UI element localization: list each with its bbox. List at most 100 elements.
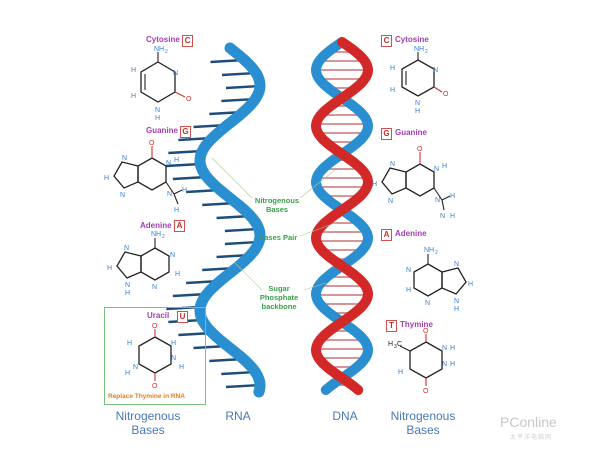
left-adenine-letter: A bbox=[174, 220, 185, 232]
left-uracil-label: Uracil bbox=[147, 311, 170, 320]
svg-text:N: N bbox=[152, 284, 157, 291]
uracil-box bbox=[104, 307, 206, 405]
svg-text:O: O bbox=[152, 323, 158, 330]
rna-backbone-strand bbox=[194, 42, 266, 398]
svg-text:2: 2 bbox=[162, 234, 165, 240]
svg-text:H: H bbox=[171, 340, 176, 347]
svg-text:N: N bbox=[425, 300, 430, 307]
right-adenine-label: Adenine bbox=[395, 229, 427, 238]
left-uracil-letter: U bbox=[177, 311, 188, 323]
svg-text:N: N bbox=[125, 282, 130, 289]
right-adenine-letter: A bbox=[381, 229, 392, 241]
bottom-left-label: Nitrogenous Bases bbox=[108, 409, 188, 437]
callout-nitrogenous-line2: Bases bbox=[265, 205, 289, 214]
svg-text:O: O bbox=[186, 96, 192, 103]
svg-text:NH: NH bbox=[154, 46, 164, 53]
svg-text:N: N bbox=[435, 197, 440, 204]
dna-label: DNA bbox=[332, 409, 358, 423]
svg-text:H: H bbox=[398, 369, 403, 376]
svg-text:H: H bbox=[174, 207, 179, 214]
svg-text:H: H bbox=[125, 370, 130, 377]
svg-text:N: N bbox=[133, 364, 138, 371]
svg-text:2: 2 bbox=[425, 49, 428, 55]
svg-text:N: N bbox=[442, 361, 447, 368]
callout-line-rna-bases bbox=[211, 157, 253, 199]
callout-lines bbox=[211, 157, 339, 291]
callout-line-rna-backbone bbox=[233, 261, 263, 291]
callout-nitrogenous-bases: Nitrogenous Bases bbox=[252, 196, 302, 214]
bottom-left-line1: Nitrogenous bbox=[115, 409, 181, 423]
svg-text:N: N bbox=[454, 298, 459, 305]
bottom-left-line2: Bases bbox=[131, 423, 165, 437]
left-cytosine-letter: C bbox=[182, 35, 193, 47]
svg-text:H: H bbox=[127, 340, 132, 347]
right-thymine-label: Thymine bbox=[400, 320, 433, 329]
left-cytosine-label: Cytosine bbox=[146, 35, 180, 44]
svg-text:NH: NH bbox=[151, 231, 161, 238]
bottom-right-line1: Nitrogenous bbox=[390, 409, 456, 423]
guanine-structure-left: O N H H N H H N N bbox=[104, 140, 187, 214]
svg-text:NH: NH bbox=[414, 46, 424, 53]
right-thymine-letter: T bbox=[386, 320, 397, 332]
svg-text:O: O bbox=[443, 91, 449, 98]
svg-text:N: N bbox=[167, 191, 172, 198]
bottom-right-line2: Bases bbox=[406, 423, 440, 437]
svg-text:N: N bbox=[124, 245, 129, 252]
svg-text:NH: NH bbox=[424, 247, 434, 254]
right-cytosine-label: Cytosine bbox=[395, 35, 429, 44]
svg-text:H: H bbox=[450, 213, 455, 220]
svg-text:H: H bbox=[107, 265, 112, 272]
svg-text:C: C bbox=[397, 341, 402, 348]
right-cytosine-letter: C bbox=[381, 35, 392, 47]
bottom-right-label: Nitrogenous Bases bbox=[383, 409, 463, 437]
callout-line-pair bbox=[299, 221, 339, 237]
svg-text:H: H bbox=[131, 93, 136, 100]
rna-base-rung bbox=[225, 84, 261, 90]
svg-text:H: H bbox=[442, 163, 447, 170]
svg-text:N: N bbox=[173, 70, 178, 77]
left-guanine-label: Guanine bbox=[146, 126, 179, 135]
svg-text:H: H bbox=[155, 115, 160, 122]
svg-text:H: H bbox=[450, 345, 455, 352]
svg-text:H: H bbox=[390, 87, 395, 94]
left-adenine-label: Adenine bbox=[140, 221, 172, 230]
rna-base-rung bbox=[225, 383, 261, 389]
uracil-structure-left: O O H H N H N H bbox=[125, 323, 184, 390]
svg-text:H: H bbox=[175, 271, 180, 278]
svg-text:H: H bbox=[390, 65, 395, 72]
callout-sugar-line3: backbone bbox=[261, 302, 297, 311]
svg-text:O: O bbox=[417, 146, 423, 153]
svg-text:H: H bbox=[450, 193, 455, 200]
svg-text:N: N bbox=[155, 107, 160, 114]
left-guanine-letter: G bbox=[180, 126, 191, 138]
svg-text:H: H bbox=[174, 157, 179, 164]
svg-text:N: N bbox=[390, 161, 395, 168]
svg-text:O: O bbox=[423, 328, 429, 335]
dna-helix bbox=[310, 37, 374, 395]
callout-sugar-line2: Phosphate bbox=[259, 293, 299, 302]
rna-base-rung bbox=[166, 162, 201, 168]
callout-nitrogenous-line1: Nitrogenous bbox=[254, 196, 300, 205]
svg-text:N: N bbox=[170, 252, 175, 259]
svg-text:2: 2 bbox=[165, 49, 168, 55]
svg-text:N: N bbox=[454, 261, 459, 268]
guanine-structure-right: O N H H N N N H N H bbox=[372, 146, 455, 220]
svg-text:H: H bbox=[415, 108, 420, 115]
right-guanine-letter: G bbox=[381, 128, 392, 140]
dna-strand-red bbox=[310, 37, 374, 395]
svg-text:H: H bbox=[388, 341, 393, 348]
svg-text:N: N bbox=[440, 213, 445, 220]
svg-text:H: H bbox=[104, 175, 109, 182]
svg-text:H: H bbox=[406, 287, 411, 294]
svg-text:N: N bbox=[120, 192, 125, 199]
svg-text:N: N bbox=[166, 160, 171, 167]
svg-text:H: H bbox=[125, 290, 130, 297]
svg-text:O: O bbox=[152, 383, 158, 390]
callout-sugar-line1: Sugar bbox=[268, 284, 290, 293]
svg-text:N: N bbox=[433, 67, 438, 74]
watermark-logo: PConline bbox=[500, 414, 557, 430]
